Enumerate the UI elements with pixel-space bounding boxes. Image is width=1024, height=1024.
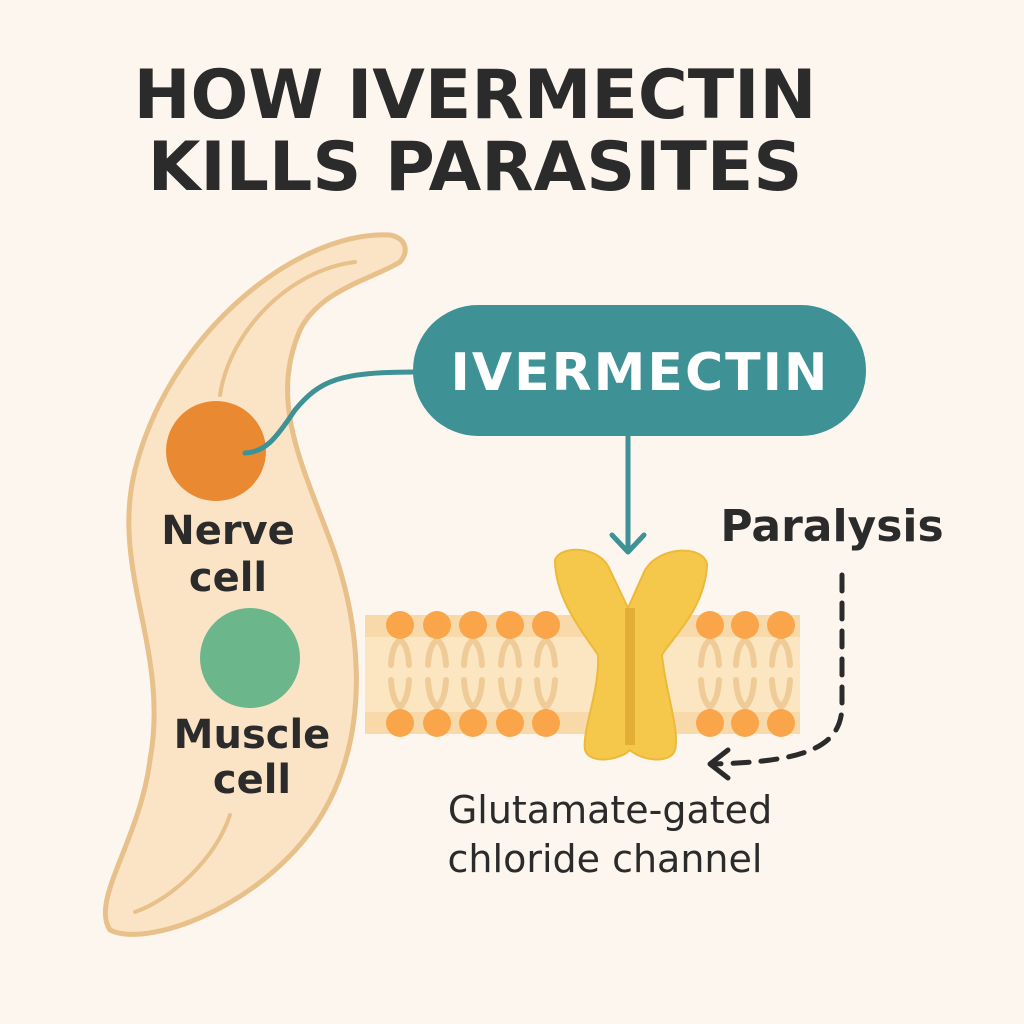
lipid-head bbox=[696, 709, 724, 737]
lipid-tail bbox=[498, 636, 522, 711]
lipid-head bbox=[459, 709, 487, 737]
muscle-cell bbox=[200, 608, 300, 708]
lipid-head bbox=[696, 611, 724, 639]
lipid-tail bbox=[461, 636, 485, 711]
lipid-head bbox=[423, 709, 451, 737]
lipid-tail bbox=[733, 636, 757, 711]
channel-label-1: Glutamate-gated bbox=[448, 788, 772, 832]
ivermectin-pill bbox=[413, 305, 866, 436]
nerve-label-2: cell bbox=[189, 555, 267, 601]
nerve-cell bbox=[166, 401, 266, 501]
lipid-tail bbox=[769, 636, 793, 711]
muscle-label-2: cell bbox=[213, 757, 291, 803]
lipid-head bbox=[767, 611, 795, 639]
channel-label-2: chloride channel bbox=[448, 837, 763, 881]
lipid-head bbox=[731, 611, 759, 639]
lipid-head bbox=[532, 709, 560, 737]
paralysis-label: Paralysis bbox=[720, 501, 943, 552]
connector-line bbox=[242, 369, 418, 456]
lipid-head bbox=[423, 611, 451, 639]
lipid-tail bbox=[534, 636, 558, 711]
lipid-tail bbox=[425, 636, 449, 711]
title-line-1: HOW IVERMECTIN bbox=[134, 56, 817, 135]
lipid-head bbox=[496, 709, 524, 737]
lipid-head bbox=[386, 709, 414, 737]
ivermectin-label: IVERMECTIN bbox=[451, 343, 830, 403]
nerve-label-1: Nerve bbox=[161, 508, 295, 554]
lipid-tail bbox=[388, 636, 412, 711]
parasite-body bbox=[102, 232, 408, 937]
title-line-2: KILLS PARASITES bbox=[148, 128, 803, 207]
arrow-down-icon bbox=[609, 433, 647, 555]
chloride-channel bbox=[553, 548, 709, 761]
lipid-head bbox=[459, 611, 487, 639]
lipid-head bbox=[767, 709, 795, 737]
dashed-arrow-icon bbox=[707, 572, 845, 781]
lipid-tail bbox=[698, 636, 722, 711]
muscle-label-1: Muscle bbox=[174, 712, 331, 758]
lipid-head bbox=[496, 611, 524, 639]
lipid-head bbox=[731, 709, 759, 737]
lipid-head bbox=[386, 611, 414, 639]
lipid-head bbox=[532, 611, 560, 639]
